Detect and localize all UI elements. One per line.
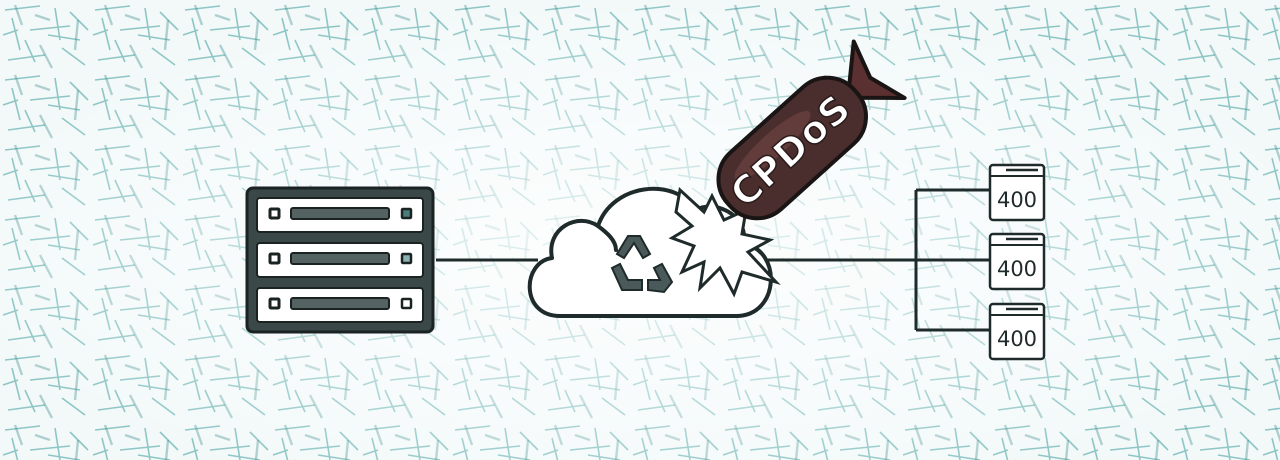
candy-bomb-icon: CPDoS (716, 39, 907, 221)
client-window: 400 (988, 232, 1046, 291)
status-code-label: 400 (997, 257, 1037, 281)
client-list: 400 400 400 (988, 163, 1046, 361)
status-code-label: 400 (997, 327, 1037, 351)
origin-server-icon (245, 186, 435, 334)
connection-lines (436, 188, 990, 332)
explosion-burst-icon (668, 187, 781, 298)
client-window: 400 (988, 302, 1046, 361)
status-code-label: 400 (997, 188, 1037, 212)
client-window: 400 (988, 163, 1046, 222)
recycle-icon (610, 235, 674, 294)
